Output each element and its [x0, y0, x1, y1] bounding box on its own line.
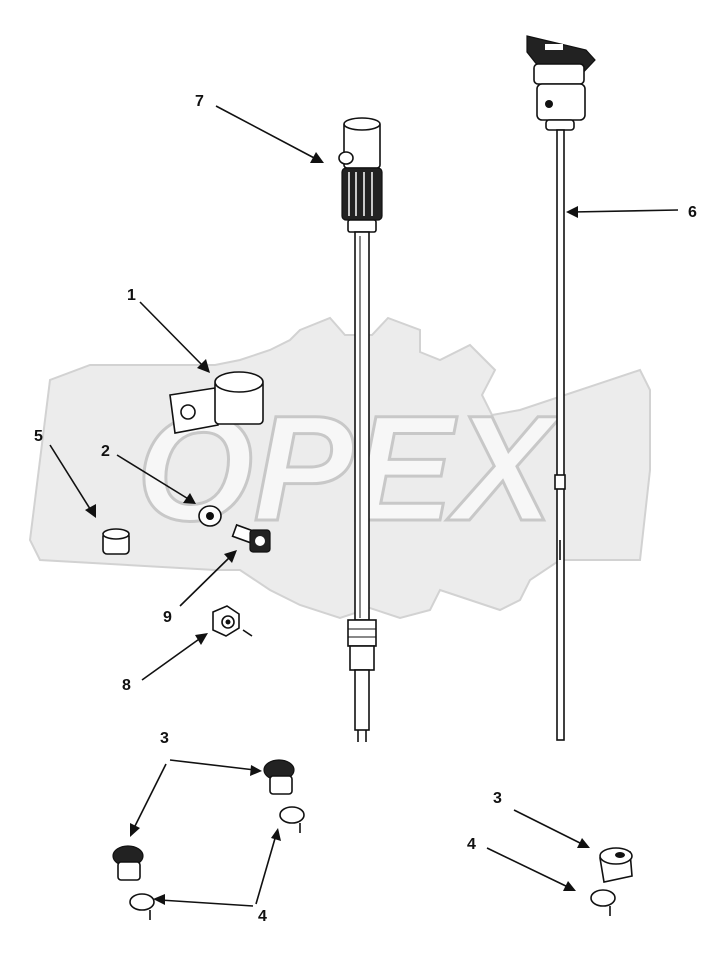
- callout-3-right: 3: [493, 790, 502, 807]
- nut-icon: [212, 605, 240, 637]
- washer-part: [198, 505, 222, 527]
- o-ring-icon: [129, 893, 155, 911]
- oring-left-lower: [129, 893, 155, 911]
- clip-part: [169, 371, 264, 434]
- plug-icon: [599, 847, 633, 883]
- oring-right: [590, 889, 616, 907]
- callout-8: 8: [122, 677, 131, 694]
- callout-1: 1: [127, 287, 136, 304]
- callout-3-left: 3: [160, 730, 169, 747]
- dipstick-icon: [526, 35, 596, 741]
- bushing-icon: [102, 528, 130, 555]
- clip-icon: [169, 371, 264, 434]
- axis-ticks: [149, 629, 611, 920]
- callout-9: 9: [163, 609, 172, 626]
- leader-lines: [49, 105, 679, 907]
- nut-part: [212, 605, 240, 637]
- callout-5: 5: [34, 428, 43, 445]
- bolt-part: [231, 523, 271, 553]
- o-ring-icon: [590, 889, 616, 907]
- callout-4-left: 4: [258, 908, 267, 925]
- o-ring-icon: [279, 806, 305, 824]
- bushing-part: [102, 528, 130, 555]
- bolt-icon: [231, 523, 271, 553]
- dipstick-tube-icon: [338, 117, 383, 742]
- callout-7: 7: [195, 93, 204, 110]
- callout-6: 6: [688, 204, 697, 221]
- oring-left-upper: [279, 806, 305, 824]
- plug-left-upper: [263, 759, 295, 795]
- callout-2: 2: [101, 443, 110, 460]
- plug-icon: [263, 759, 295, 795]
- dipstick-tube-part: [338, 117, 383, 742]
- plug-left-lower: [112, 845, 144, 881]
- plug-icon: [112, 845, 144, 881]
- dipstick-part: [526, 35, 596, 741]
- callouts: 7 6 1 5 2 9 8 3 4 3 4: [34, 93, 697, 925]
- callout-4-right: 4: [467, 836, 476, 853]
- plug-right: [599, 847, 633, 883]
